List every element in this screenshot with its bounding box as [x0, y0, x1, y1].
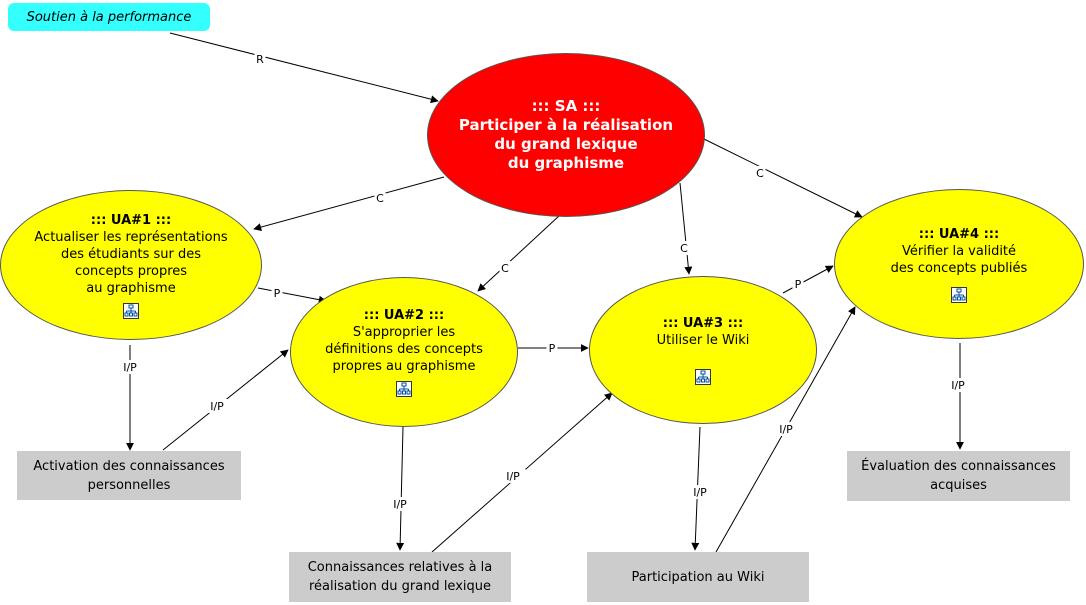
k1-line: Activation des connaissances: [33, 458, 225, 474]
submap-icon[interactable]: [951, 286, 967, 303]
link-sa-ua1-line: [253, 176, 445, 231]
link-ua2-k2-line: [396, 426, 405, 551]
node-sa[interactable]: ::: SA ::: Participer à la réalisation d…: [427, 53, 705, 217]
k2-line: réalisation du grand lexique: [308, 579, 491, 594]
link-k3-ua4-label-bg: [773, 422, 799, 436]
ua1-line: Actualiser les représentations: [34, 229, 228, 245]
link-sa-ua4-label: C: [756, 167, 764, 180]
link-sa-ua3-label: C: [680, 242, 688, 255]
ua1-line: au graphisme: [86, 280, 176, 296]
link-ua1-k1-label-bg: [117, 360, 143, 374]
link-k2-ua3-label: I/P: [506, 470, 520, 483]
node-ua4[interactable]: ::: UA#4 ::: Vérifier la validité des co…: [834, 189, 1084, 339]
link-ua2-ua3-label: P: [549, 342, 556, 355]
link-sa-ua2-line: [477, 214, 561, 292]
submap-icon[interactable]: [396, 381, 412, 397]
ua2-line: propres au graphisme: [332, 359, 476, 374]
link-sa-ua2-label: C: [501, 262, 509, 275]
knowledge-participation-wiki[interactable]: Participation au Wiki: [587, 552, 809, 602]
link-k2-ua3-label-bg: [500, 469, 526, 483]
ua4-line: des concepts publiés: [890, 260, 1028, 276]
link-k1-ua2-label: I/P: [210, 400, 224, 413]
link-sa-ua3-label-bg: [678, 241, 690, 255]
sa-line: Participer à la réalisation: [458, 116, 674, 134]
link-sa-ua2-label-bg: [499, 261, 511, 275]
ua1-title: ::: UA#1 :::: [90, 212, 172, 228]
sa-line: du grand lexique: [494, 135, 638, 153]
link-sa-ua1-label-bg: [374, 191, 386, 205]
link-ua2-ua3-label-bg: [546, 341, 558, 355]
submap-icon[interactable]: [123, 302, 139, 319]
link-k3-ua4-label: I/P: [779, 423, 793, 436]
link-ua1-ua2-label-bg: [271, 286, 283, 300]
link-sa-ua3-line: [679, 182, 693, 275]
k4-line: Évaluation des connaissances: [861, 459, 1056, 474]
ua4-title: ::: UA#4 :::: [918, 226, 1000, 242]
knowledge-activation[interactable]: Activation des connaissances personnelle…: [17, 451, 241, 500]
sa-line: du graphisme: [507, 154, 625, 172]
knowledge-evaluation[interactable]: Évaluation des connaissances acquises: [847, 451, 1070, 501]
node-ua3[interactable]: ::: UA#3 ::: Utiliser le Wiki: [589, 276, 817, 424]
k1-line: personnelles: [87, 477, 171, 493]
ua2-title: ::: UA#2 :::: [363, 308, 445, 323]
link-ua1-ua2-label: P: [274, 287, 281, 300]
link-ua1-ua2-line: [257, 287, 327, 304]
link-tag-sa-line: [169, 32, 439, 104]
tag-soutien-performance[interactable]: Soutien à la performance: [8, 3, 210, 31]
ua2-line: définitions des concepts: [325, 342, 483, 357]
link-ua1-k1-label: I/P: [123, 361, 137, 374]
link-tag-sa-label-bg: [254, 52, 266, 66]
ua4-line: Vérifier la validité: [901, 243, 1017, 259]
link-ua2-k2-label: I/P: [393, 498, 407, 511]
link-ua4-k4-label-bg: [945, 378, 971, 392]
submap-icon[interactable]: [695, 369, 711, 385]
sa-title: ::: SA :::: [531, 97, 601, 115]
link-ua3-ua4-line: [782, 265, 834, 294]
link-sa-ua4-line: [703, 138, 863, 218]
ua3-title: ::: UA#3 :::: [662, 316, 744, 331]
k2-line: Connaissances relatives à la: [307, 560, 493, 575]
k3-line: Participation au Wiki: [631, 569, 765, 585]
ua3-line: Utiliser le Wiki: [656, 333, 750, 348]
link-ua3-k3-label: I/P: [693, 486, 707, 499]
link-sa-ua1-label: C: [376, 192, 384, 205]
link-k1-ua2-label-bg: [204, 399, 230, 413]
link-sa-ua4-label-bg: [754, 166, 766, 180]
k4-line: acquises: [930, 478, 987, 493]
ua2-line: S'approprier les: [352, 325, 456, 340]
tag-text: Soutien à la performance: [26, 9, 192, 25]
node-ua2[interactable]: ::: UA#2 ::: S'approprier les définition…: [290, 277, 518, 427]
link-ua4-k4-label: I/P: [951, 379, 965, 392]
link-ua3-ua4-label: P: [795, 278, 802, 291]
link-ua3-ua4-label-bg: [792, 277, 804, 291]
link-ua2-k2-label-bg: [387, 497, 413, 511]
link-tag-sa-label: R: [256, 53, 264, 66]
node-ua1[interactable]: ::: UA#1 ::: Actualiser les représentati…: [0, 190, 262, 340]
ua1-line: concepts propres: [74, 263, 188, 279]
knowledge-grand-lexique[interactable]: Connaissances relatives à la réalisation…: [289, 552, 511, 602]
ua1-line: des étudiants sur des: [60, 246, 202, 262]
link-ua3-k3-label-bg: [687, 485, 713, 499]
